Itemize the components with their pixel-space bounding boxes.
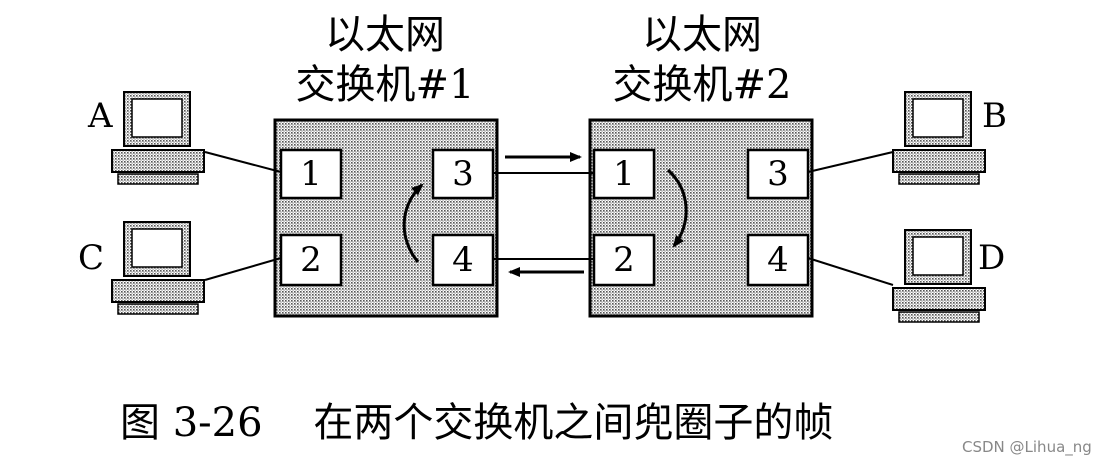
switch-2-port-2-label: 2 bbox=[613, 240, 635, 280]
forward-arrow-sw1 bbox=[402, 183, 424, 263]
switch-1-port-4-label: 4 bbox=[452, 240, 474, 280]
switch-2-title-line1: 以太网 bbox=[642, 12, 762, 58]
switch-1-title-line1: 以太网 bbox=[325, 12, 445, 58]
watermark: CSDN @Lihua_ng bbox=[962, 438, 1092, 456]
switch-2-port-1-label: 1 bbox=[613, 154, 635, 194]
switch-2-port-4 bbox=[746, 233, 810, 287]
link-a-sw1 bbox=[204, 151, 282, 173]
switch-1-port-3-label: 3 bbox=[452, 154, 474, 194]
switch-1-port-1 bbox=[279, 148, 343, 200]
computer-c-icon bbox=[111, 221, 205, 315]
link-c-sw1 bbox=[204, 257, 282, 281]
link-b-sw2 bbox=[807, 151, 894, 173]
switch-2-port-1 bbox=[592, 148, 656, 200]
forward-arrow-sw2 bbox=[666, 168, 688, 248]
figure-caption: 图 3-26 在两个交换机之间兜圈子的帧 bbox=[120, 400, 834, 446]
computer-b-icon bbox=[892, 91, 986, 185]
switch-1-port-4 bbox=[431, 233, 495, 287]
switch-2-port-3-label: 3 bbox=[767, 154, 789, 194]
computer-a-icon bbox=[111, 91, 205, 185]
switch-1 bbox=[273, 118, 499, 318]
switch-2 bbox=[588, 118, 814, 318]
computer-d-icon bbox=[892, 229, 986, 323]
switch-2-title-line2: 交换机#2 bbox=[612, 62, 792, 108]
switch-2-port-4-label: 4 bbox=[767, 240, 789, 280]
host-d-label: D bbox=[978, 238, 1006, 278]
switch-1-port-2-label: 2 bbox=[300, 240, 322, 280]
switch-1-title-line2: 交换机#1 bbox=[295, 62, 475, 108]
switch-1-port-1-label: 1 bbox=[300, 154, 322, 194]
switch-2-port-3 bbox=[746, 148, 810, 200]
host-c-label: C bbox=[78, 238, 105, 278]
host-b-label: B bbox=[982, 96, 1007, 136]
host-a-label: A bbox=[88, 96, 113, 136]
switch-1-port-2 bbox=[279, 233, 343, 287]
link-d-sw2 bbox=[807, 257, 894, 286]
